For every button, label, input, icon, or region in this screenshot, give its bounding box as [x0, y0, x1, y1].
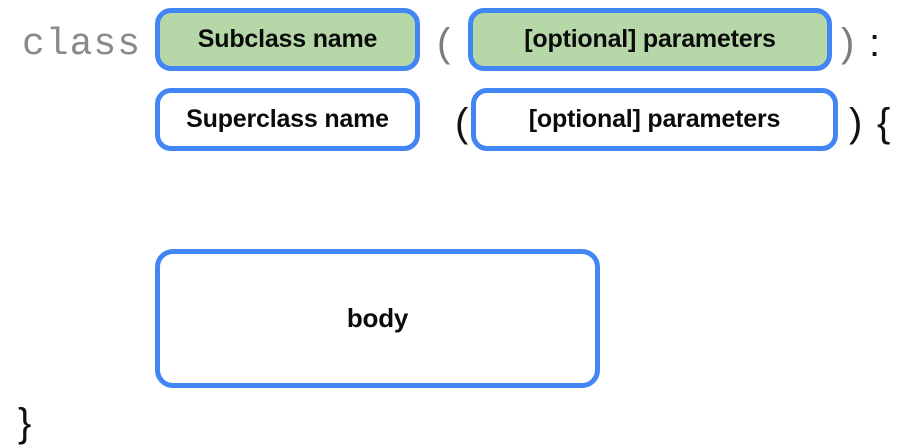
subclass-name-label: Subclass name — [197, 25, 378, 53]
superclass-name-box[interactable]: Superclass name — [155, 88, 420, 151]
superclass-parameters-box[interactable]: [optional] parameters — [471, 88, 838, 151]
subclass-parameters-box[interactable]: [optional] parameters — [468, 8, 832, 71]
superclass-parameters-label: [optional] parameters — [528, 105, 781, 133]
class-body-close-brace: } — [18, 401, 32, 445]
class-body-box[interactable]: body — [155, 249, 600, 388]
subclass-close-paren: ) — [841, 21, 855, 65]
subclass-open-paren: ( — [437, 21, 451, 65]
subclass-parameters-label: [optional] parameters — [524, 25, 776, 53]
superclass-close-paren: ) — [849, 101, 863, 145]
subclass-name-box[interactable]: Subclass name — [155, 8, 420, 71]
class-body-label: body — [346, 303, 409, 333]
superclass-name-label: Superclass name — [186, 105, 389, 133]
class-header-colon: : — [869, 21, 881, 65]
class-body-open-brace: { — [877, 101, 891, 145]
superclass-open-paren: ( — [455, 101, 469, 145]
class-keyword: class — [22, 23, 142, 66]
